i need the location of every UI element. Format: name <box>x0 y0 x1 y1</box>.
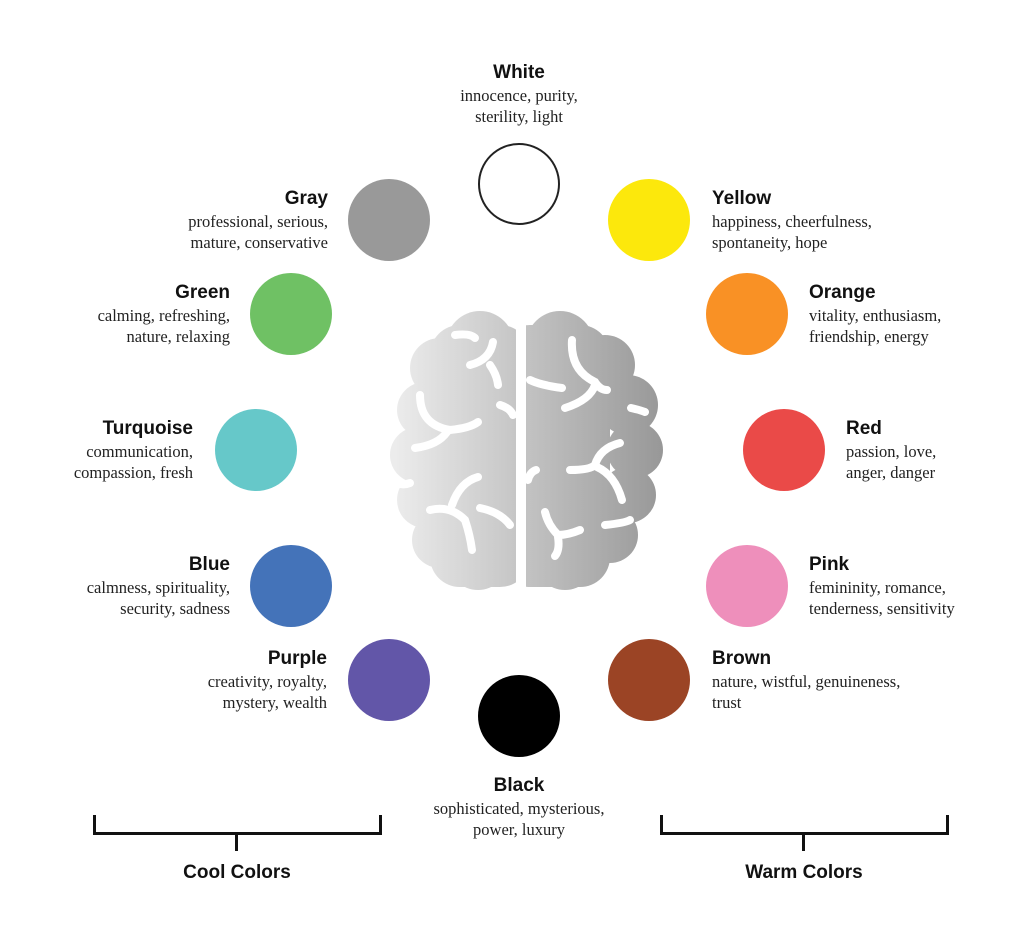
label-green: Green calming, refreshing, nature, relax… <box>0 281 230 347</box>
color-desc: professional, serious, <box>188 212 328 231</box>
color-desc: passion, love, <box>846 442 937 461</box>
cool-colors-bracket <box>93 815 382 835</box>
color-desc: femininity, romance, <box>809 578 946 597</box>
label-pink: Pink femininity, romance, tenderness, se… <box>809 553 1024 619</box>
label-gray: Gray professional, serious, mature, cons… <box>68 187 328 253</box>
color-desc: nature, wistful, genuineness, <box>712 672 901 691</box>
color-desc: innocence, purity, <box>460 86 578 105</box>
color-desc: calming, refreshing, <box>97 306 230 325</box>
label-yellow: Yellow happiness, cheerfulness, spontane… <box>712 187 972 253</box>
brain-icon <box>390 300 663 595</box>
color-name: White <box>493 62 545 83</box>
circle-gray <box>348 179 430 261</box>
cool-colors-label: Cool Colors <box>183 862 291 883</box>
color-desc: compassion, fresh <box>73 463 193 482</box>
color-desc: nature, relaxing <box>126 327 230 346</box>
color-desc: tenderness, sensitivity <box>809 599 955 618</box>
label-purple: Purple creativity, royalty, mystery, wea… <box>67 647 327 713</box>
color-name: Blue <box>188 554 230 575</box>
circle-purple <box>348 639 430 721</box>
color-name: Black <box>493 775 545 796</box>
color-name: Orange <box>809 282 876 303</box>
label-black: Black sophisticated, mysterious, power, … <box>369 774 669 840</box>
label-turquoise: Turquoise communication, compassion, fre… <box>0 417 193 483</box>
color-desc: sophisticated, mysterious, <box>433 799 605 818</box>
circle-brown <box>608 639 690 721</box>
label-red: Red passion, love, anger, danger <box>846 417 1024 483</box>
color-desc: power, luxury <box>473 820 565 839</box>
color-name: Red <box>846 418 882 439</box>
color-desc: sterility, light <box>475 107 563 126</box>
color-desc: mystery, wealth <box>222 693 327 712</box>
color-name: Yellow <box>712 188 772 209</box>
color-desc: vitality, enthusiasm, <box>809 306 942 325</box>
warm-colors-label: Warm Colors <box>745 862 863 883</box>
color-name: Gray <box>284 188 328 209</box>
warm-colors-bracket <box>660 815 949 835</box>
color-desc: friendship, energy <box>809 327 929 346</box>
color-name: Pink <box>809 554 850 575</box>
circle-green <box>250 273 332 355</box>
circle-pink <box>706 545 788 627</box>
color-name: Brown <box>712 648 772 669</box>
label-brown: Brown nature, wistful, genuineness, trus… <box>712 647 972 713</box>
color-name: Purple <box>267 648 327 669</box>
circle-orange <box>706 273 788 355</box>
color-desc: happiness, cheerfulness, <box>712 212 872 231</box>
color-desc: spontaneity, hope <box>712 233 828 252</box>
circle-red <box>743 409 825 491</box>
label-blue: Blue calmness, spirituality, security, s… <box>0 553 230 619</box>
color-desc: security, sadness <box>120 599 230 618</box>
color-desc: anger, danger <box>846 463 936 482</box>
circle-yellow <box>608 179 690 261</box>
color-desc: calmness, spirituality, <box>86 578 230 597</box>
circle-white <box>478 143 560 225</box>
color-desc: mature, conservative <box>190 233 328 252</box>
label-white: White innocence, purity, sterility, ligh… <box>369 61 669 127</box>
color-desc: trust <box>712 693 742 712</box>
color-name: Turquoise <box>102 418 193 439</box>
warm-bracket-tick <box>802 835 805 851</box>
label-orange: Orange vitality, enthusiasm, friendship,… <box>809 281 1024 347</box>
color-desc: creativity, royalty, <box>207 672 327 691</box>
circle-turquoise <box>215 409 297 491</box>
circle-black <box>478 675 560 757</box>
color-name: Green <box>175 282 230 303</box>
cool-bracket-tick <box>235 835 238 851</box>
circle-blue <box>250 545 332 627</box>
color-desc: communication, <box>86 442 193 461</box>
